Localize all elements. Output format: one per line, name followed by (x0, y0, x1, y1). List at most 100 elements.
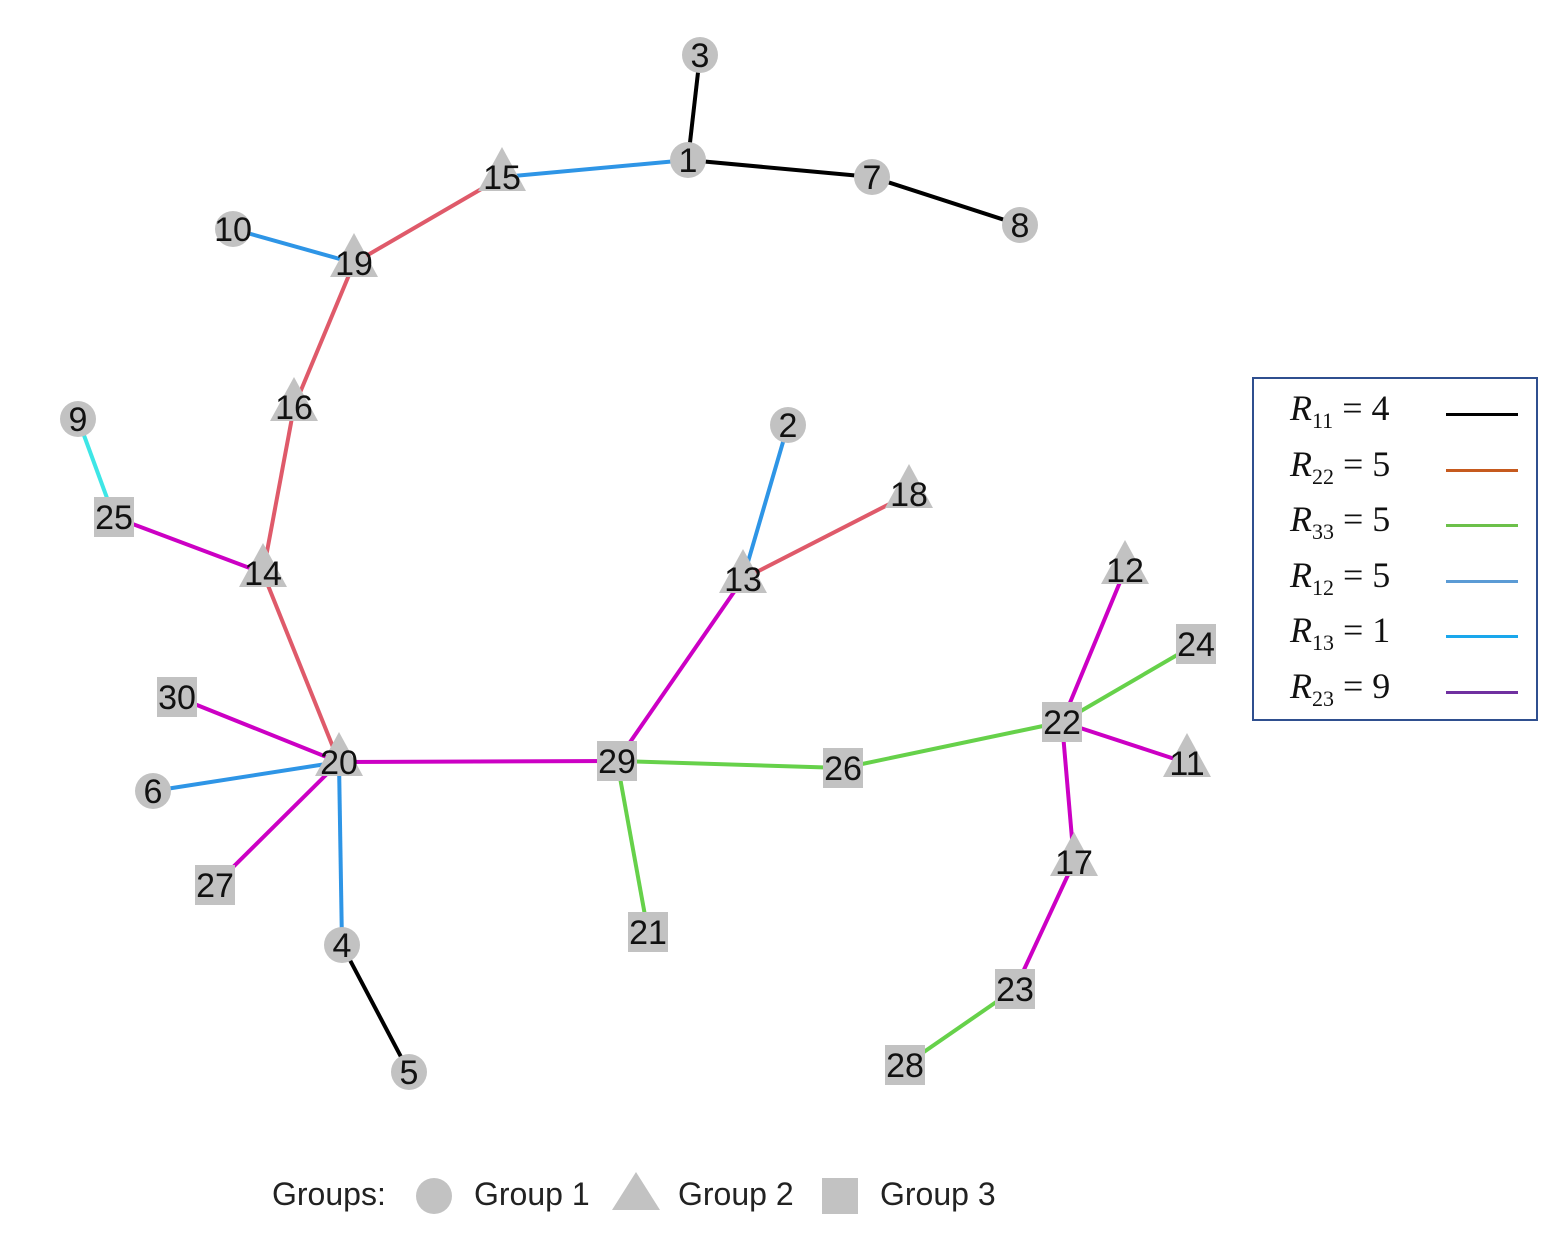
node-18: 18 (885, 464, 933, 514)
legend-line-r12 (1446, 579, 1518, 583)
node-9: 9 (60, 401, 96, 439)
node-27: 27 (195, 865, 235, 905)
node-16: 16 (270, 377, 318, 427)
group-1-label: Group 1 (474, 1176, 590, 1212)
edge-4-5 (340, 944, 411, 1073)
node-13-triangle (719, 549, 767, 593)
node-26-label: 26 (824, 750, 862, 788)
node-29: 29 (597, 741, 637, 781)
node-23: 23 (995, 969, 1035, 1009)
node-7-label: 7 (863, 159, 882, 197)
legend-line-r11 (1446, 413, 1518, 416)
node-22: 22 (1042, 702, 1082, 742)
node-6-label: 6 (144, 773, 163, 811)
node-12-triangle (1101, 540, 1149, 584)
edge-10-19 (232, 227, 355, 265)
node-11-label: 11 (1169, 745, 1204, 783)
node-4-label: 4 (333, 927, 352, 965)
edge-26-22 (842, 720, 1063, 770)
node-20-label: 20 (320, 744, 358, 782)
node-6-circle (135, 773, 171, 809)
legend-row-r13: R13 = 1 (1290, 609, 1530, 665)
legend-label-r13: R13 = 1 (1290, 610, 1391, 655)
edge-22-24 (1060, 642, 1198, 724)
node-23-label: 23 (996, 971, 1034, 1009)
node-8-circle (1002, 207, 1038, 243)
edge-16-14 (261, 406, 296, 574)
groups-legend: Groups: Group 1 Group 2 Group 3 (272, 1170, 1032, 1220)
node-2: 2 (770, 407, 806, 445)
node-17-label: 17 (1055, 844, 1093, 882)
edge-27-20 (213, 760, 341, 887)
edge-30-20 (176, 695, 340, 764)
node-4: 4 (324, 927, 360, 965)
node-30-label: 30 (158, 679, 196, 717)
node-20-triangle (315, 732, 363, 776)
node-3-circle (682, 37, 718, 73)
edge-29-21 (615, 760, 650, 933)
node-30-square (157, 677, 197, 717)
node-28-square (885, 1045, 925, 1085)
node-29-label: 29 (598, 743, 636, 781)
node-28: 28 (885, 1045, 925, 1085)
legend-row-r12: R12 = 5 (1290, 554, 1530, 610)
group-3-square-icon (822, 1178, 858, 1214)
node-19-label: 19 (335, 245, 373, 283)
node-5-circle (391, 1054, 427, 1090)
node-8-label: 8 (1011, 207, 1030, 245)
node-28-label: 28 (886, 1047, 924, 1085)
legend-row-r23: R23 = 9 (1290, 665, 1530, 721)
node-19: 19 (330, 233, 378, 283)
node-14-label: 14 (244, 555, 282, 593)
edge-22-12 (1060, 569, 1127, 723)
group-2-label: Group 2 (678, 1176, 794, 1212)
edge-1-15 (501, 158, 689, 179)
edges-layer (76, 54, 1198, 1073)
node-18-triangle (885, 464, 933, 508)
group-3-label: Group 3 (880, 1176, 996, 1212)
edge-17-23 (1013, 861, 1076, 990)
node-10: 10 (214, 211, 252, 249)
legend-line-r23 (1446, 690, 1518, 694)
node-26: 26 (823, 748, 863, 788)
node-19-triangle (330, 233, 378, 277)
legend-line-r33 (1446, 524, 1518, 527)
edge-22-11 (1061, 720, 1188, 765)
node-5-label: 5 (400, 1054, 419, 1092)
node-2-label: 2 (779, 407, 798, 445)
node-27-square (195, 865, 235, 905)
edge-20-29 (338, 759, 618, 764)
node-7-circle (854, 159, 890, 195)
edge-1-7 (687, 158, 873, 179)
edge-14-20 (261, 572, 341, 763)
node-8: 8 (1002, 207, 1038, 245)
node-15: 15 (478, 147, 526, 197)
node-22-square (1042, 702, 1082, 742)
node-15-label: 15 (483, 159, 521, 197)
node-12: 12 (1101, 540, 1149, 590)
edge-13-18 (742, 492, 910, 581)
node-27-label: 27 (196, 867, 234, 905)
node-7: 7 (854, 159, 890, 197)
node-24-square (1176, 624, 1216, 664)
legend-line-r13 (1446, 635, 1518, 638)
node-11: 11 (1163, 733, 1211, 783)
legend-line-r22 (1446, 468, 1518, 472)
node-17: 17 (1050, 832, 1098, 882)
node-14: 14 (239, 543, 287, 593)
node-23-square (995, 969, 1035, 1009)
node-17-triangle (1050, 832, 1098, 876)
node-2-circle (770, 407, 806, 443)
node-20: 20 (315, 732, 363, 782)
legend-row-r33: R33 = 5 (1290, 498, 1530, 554)
node-25: 25 (94, 497, 134, 537)
node-18-label: 18 (890, 476, 928, 514)
node-24-label: 24 (1177, 626, 1215, 664)
node-15-triangle (478, 147, 526, 191)
node-21: 21 (628, 912, 668, 952)
legend-row-r22: R22 = 5 (1290, 443, 1530, 499)
node-22-label: 22 (1043, 704, 1081, 742)
legend-label-r22: R22 = 5 (1290, 443, 1391, 489)
node-21-label: 21 (629, 914, 667, 952)
